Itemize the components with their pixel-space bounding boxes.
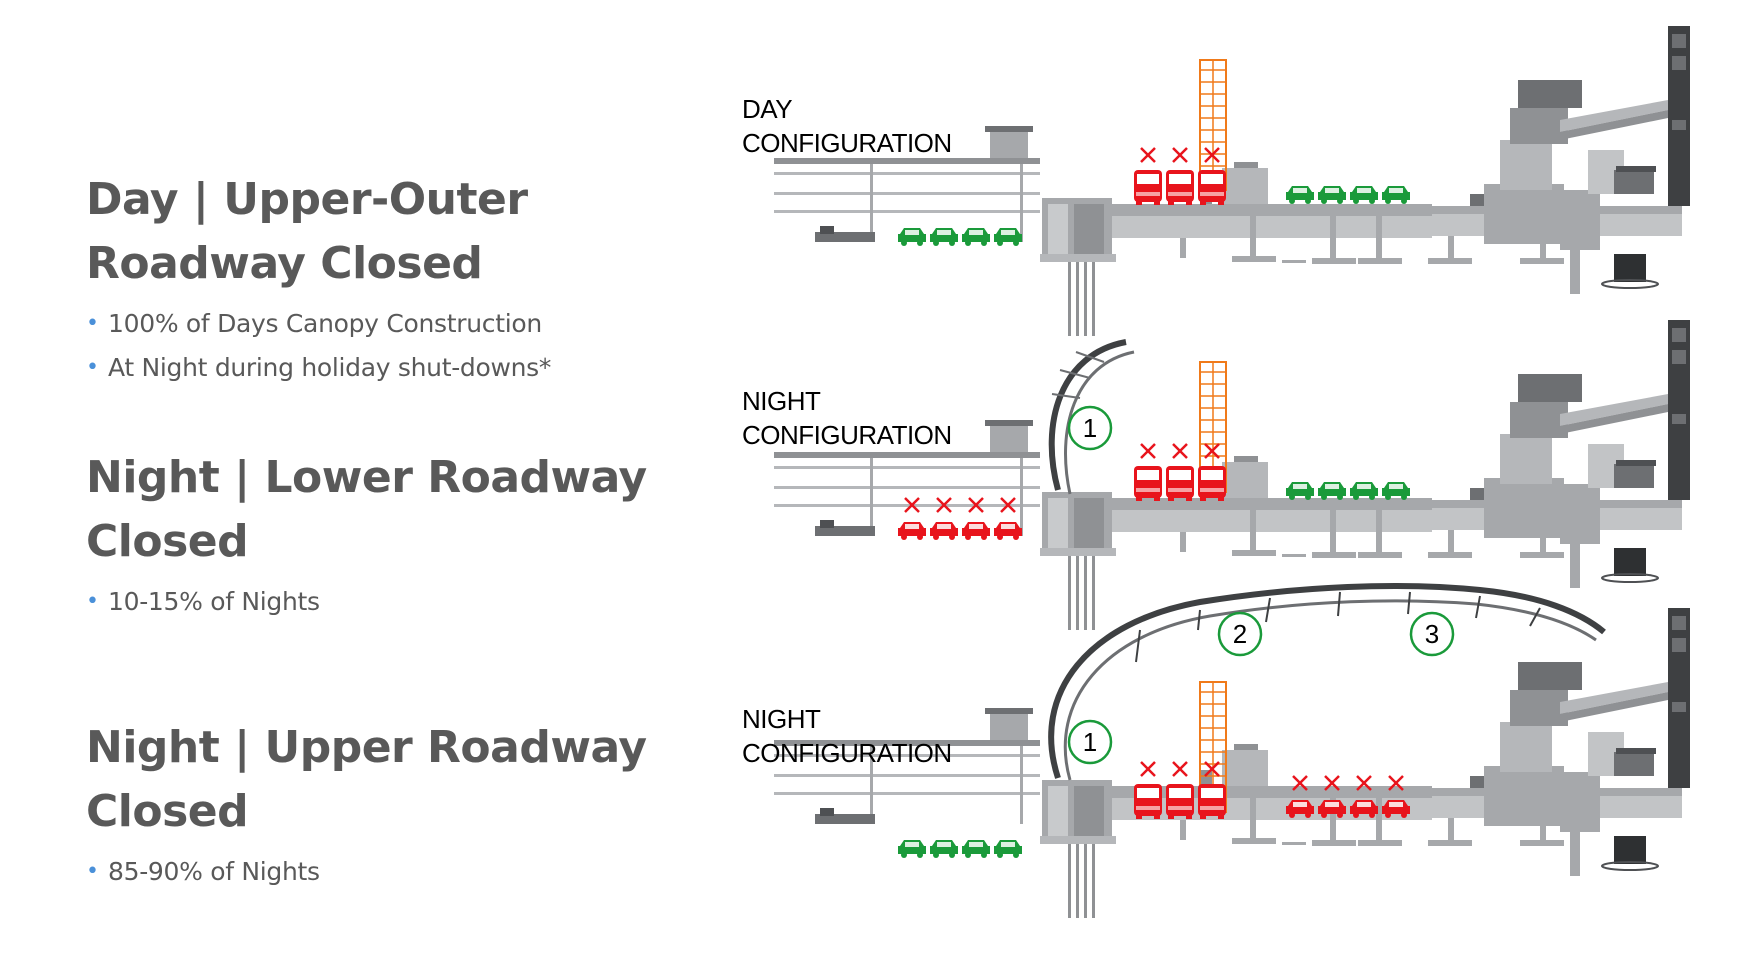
- canopy-arc: [1064, 350, 1135, 495]
- section-night-upper: Night | Upper Roadway Closed 85-90% of N…: [86, 716, 686, 894]
- open-car: [898, 228, 926, 246]
- panel-label-line1: DAY: [742, 94, 792, 124]
- closed-bus: [1134, 784, 1162, 819]
- closed-x-icon: [1171, 760, 1189, 778]
- panel-label-line2: CONFIGURATION: [742, 128, 952, 158]
- closed-car: [898, 522, 926, 540]
- closed-bus: [1198, 784, 1226, 819]
- closed-x-icon: [1139, 442, 1157, 460]
- heading-line: Closed: [86, 516, 249, 567]
- open-car: [1318, 186, 1346, 204]
- bullet-list: 100% of Days Canopy Construction At Nigh…: [86, 302, 686, 390]
- heading-line: Night | Lower Roadway: [86, 452, 647, 503]
- open-car: [1318, 482, 1346, 500]
- open-car: [962, 840, 990, 858]
- open-car: [994, 228, 1022, 246]
- closed-x-icon: [1203, 146, 1221, 164]
- section-heading: Day | Upper-Outer Roadway Closed: [86, 168, 686, 296]
- panel-label-line2: CONFIGURATION: [742, 420, 952, 450]
- marker-label: 3: [1425, 619, 1439, 649]
- bullet-item: 10-15% of Nights: [86, 580, 686, 624]
- section-night-lower: Night | Lower Roadway Closed 10-15% of N…: [86, 446, 686, 624]
- closed-x-icon: [1139, 760, 1157, 778]
- bullet-item: 85-90% of Nights: [86, 850, 686, 894]
- terminal-cross-section: [773, 25, 1691, 337]
- closed-bus: [1198, 170, 1226, 205]
- open-car: [1382, 482, 1410, 500]
- terminal-cross-section: [773, 319, 1691, 631]
- open-car: [930, 840, 958, 858]
- open-car: [994, 840, 1022, 858]
- open-car: [1286, 482, 1314, 500]
- canopy-arch: [1048, 583, 1606, 779]
- section-heading: Night | Upper Roadway Closed: [86, 716, 686, 844]
- marker-label: 1: [1083, 413, 1097, 443]
- section-heading: Night | Lower Roadway Closed: [86, 446, 686, 574]
- open-car: [930, 228, 958, 246]
- section-day-upper-outer: Day | Upper-Outer Roadway Closed 100% of…: [86, 168, 686, 390]
- marker-circle: [1067, 719, 1113, 765]
- panel-label-line1: NIGHT: [742, 386, 821, 416]
- open-car: [1350, 186, 1378, 204]
- closed-x-icon: [1171, 146, 1189, 164]
- closed-bus: [1134, 170, 1162, 205]
- closed-bus: [1134, 466, 1162, 501]
- closed-bus: [1166, 466, 1194, 501]
- bullet-item: 100% of Days Canopy Construction: [86, 302, 686, 346]
- closed-car: [962, 522, 990, 540]
- heading-line: Roadway Closed: [86, 238, 483, 289]
- open-car: [898, 840, 926, 858]
- heading-line: Day | Upper-Outer: [86, 174, 528, 225]
- marker-circle: [1409, 611, 1455, 657]
- marker-circle: [1067, 405, 1113, 451]
- marker-label: 2: [1233, 619, 1247, 649]
- heading-line: Night | Upper Roadway: [86, 722, 647, 773]
- bullet-item: At Night during holiday shut-downs*: [86, 346, 686, 390]
- heading-line: Closed: [86, 786, 249, 837]
- closed-x-icon: [1171, 442, 1189, 460]
- panel-day-configuration: DAY CONFIGURATION: [742, 25, 1691, 337]
- canopy-arch: [1063, 599, 1597, 781]
- panel-label-line2: CONFIGURATION: [742, 738, 952, 768]
- closed-bus: [1166, 784, 1194, 819]
- closed-x-icon: [1139, 146, 1157, 164]
- panel-label-line1: NIGHT: [742, 704, 821, 734]
- closed-bus: [1166, 170, 1194, 205]
- panel-night-configuration-1: NIGHT CONFIGURATION 1: [742, 319, 1691, 631]
- open-car: [1382, 186, 1410, 204]
- marker-label: 1: [1083, 727, 1097, 757]
- open-car: [962, 228, 990, 246]
- open-car: [1350, 482, 1378, 500]
- bullet-list: 10-15% of Nights: [86, 580, 686, 624]
- closed-car: [994, 522, 1022, 540]
- closed-car: [930, 522, 958, 540]
- closed-bus: [1198, 466, 1226, 501]
- marker-circle: [1217, 611, 1263, 657]
- panel-night-configuration-2: NIGHT CONFIGURATION 1 2 3: [742, 583, 1691, 919]
- open-car: [1286, 186, 1314, 204]
- bullet-list: 85-90% of Nights: [86, 850, 686, 894]
